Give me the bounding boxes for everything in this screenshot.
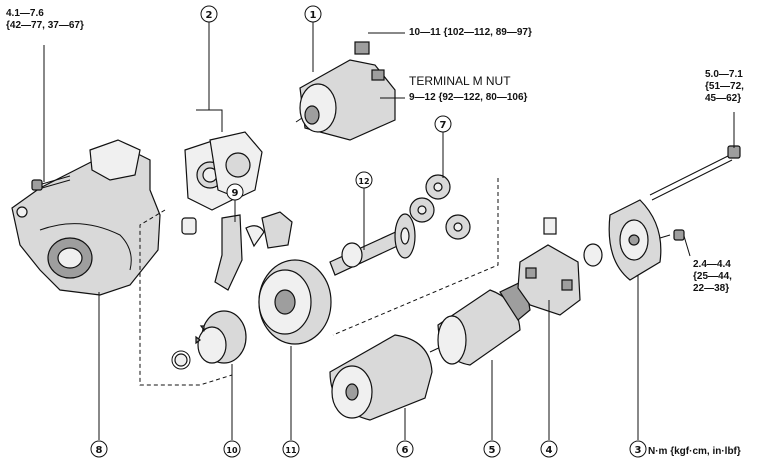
callout-7: 7: [434, 115, 452, 133]
housing-bolt-torque: 4.1—7.6 {42—77, 37—67}: [6, 8, 84, 31]
terminal-m-nut-torque: 9—12 {92—122, 80—106}: [409, 92, 528, 103]
callout-3-label: 3: [635, 445, 642, 456]
gasket-plate: [184, 131, 263, 211]
callout-6-label: 6: [402, 445, 409, 456]
callout-12-label: 12: [358, 177, 369, 186]
callout-12: 12: [355, 171, 373, 189]
pinion-clutch: [171, 310, 247, 370]
callout-4: 4: [540, 440, 558, 458]
callout-2-label: 2: [206, 10, 213, 21]
internal-gear-housing: [258, 259, 332, 345]
terminal-m-nut-label: TERMINAL M NUT: [409, 74, 511, 88]
callout-8-label: 8: [96, 445, 103, 456]
through-bolt: [649, 145, 741, 201]
through-bolt-torque: 5.0—7.1 {51—72, 45—62}: [705, 69, 744, 104]
callout-11: 11: [282, 440, 300, 458]
cover-screw: [659, 229, 685, 241]
callout-1: 1: [304, 5, 322, 23]
housing-bolt: [31, 175, 71, 191]
callout-4-label: 4: [546, 445, 553, 456]
drive-lever: [181, 211, 293, 291]
magnetic-switch: [295, 41, 396, 141]
callout-10: 10: [223, 440, 241, 458]
callout-5: 5: [483, 440, 501, 458]
planetary-shaft: [329, 213, 416, 276]
callout-1-label: 1: [310, 10, 317, 21]
callout-9: 9: [226, 183, 244, 201]
rear-cover: [583, 199, 662, 281]
callout-8: 8: [90, 440, 108, 458]
unit-note: N·m {kgf·cm, in·lbf}: [648, 446, 741, 457]
callout-5-label: 5: [489, 445, 496, 456]
callout-11-label: 11: [285, 446, 297, 455]
solenoid-terminal-torque: 10—11 {102—112, 89—97}: [409, 27, 532, 38]
armature: [429, 279, 531, 366]
planetary-gears: [409, 174, 471, 240]
callout-7-label: 7: [440, 120, 447, 131]
callout-2: 2: [200, 5, 218, 23]
drive-housing: [11, 139, 161, 296]
callout-10-label: 10: [226, 446, 238, 455]
callout-3: 3: [629, 440, 647, 458]
callout-9-label: 9: [232, 188, 239, 199]
brush-holder: [517, 217, 581, 316]
callout-6: 6: [396, 440, 414, 458]
yoke: [329, 334, 433, 421]
cover-screw-torque: 2.4—4.4 {25—44, 22—38}: [693, 259, 732, 294]
